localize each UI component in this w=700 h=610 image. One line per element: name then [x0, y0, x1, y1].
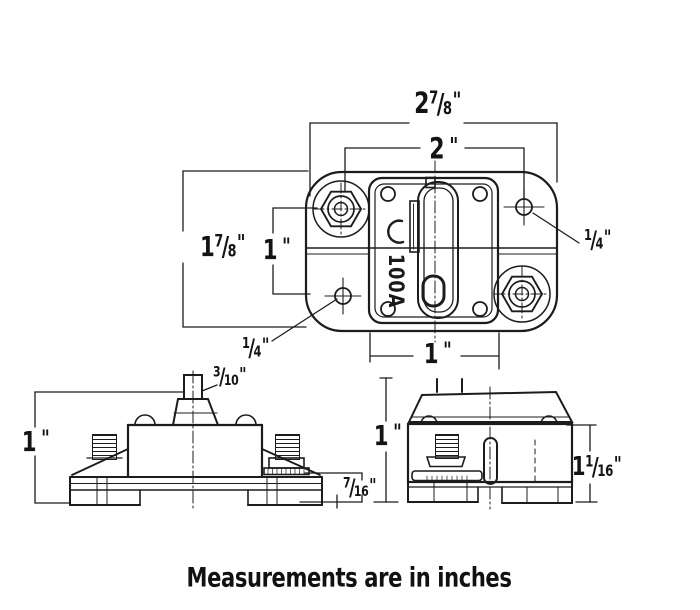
dim-unit: ": [369, 475, 376, 497]
end-view-dimension-lines: [373, 377, 598, 503]
dim-numerator: 7: [214, 230, 223, 251]
side-view-dimension-lines: [34, 384, 363, 509]
leader-quarter-left: [271, 298, 338, 342]
dim-unit: ": [36, 427, 50, 453]
leader-quarter-right: [532, 212, 580, 244]
side-view-lever: [171, 370, 220, 510]
dim-numerator: 1: [585, 452, 594, 471]
inner-panel: [367, 176, 500, 325]
dim-whole: 1: [199, 229, 215, 263]
dim-denominator: 16: [353, 484, 369, 501]
end-view-base: [407, 481, 573, 504]
dim-whole: 1: [262, 233, 278, 266]
dim-unit: ": [261, 333, 270, 357]
dim-hole-offset: 1 ": [262, 233, 291, 266]
dim-slash: /: [221, 231, 229, 263]
dim-unit: ": [388, 421, 402, 447]
top-view-outline: [304, 170, 559, 333]
dim-whole: 1: [571, 452, 586, 483]
dim-lever-stem: 3/10": [212, 364, 246, 391]
dim-unit: ": [438, 339, 452, 365]
dim-denominator: 4: [595, 234, 604, 253]
dim-unit: ": [452, 88, 461, 115]
dim-numerator: 1: [241, 333, 250, 352]
dim-unit: ": [444, 133, 458, 160]
dim-unit: ": [613, 451, 622, 476]
dim-whole: 2: [414, 86, 430, 121]
dim-denominator: 8: [227, 240, 237, 261]
dim-end-width: 11/16": [571, 451, 622, 483]
dim-whole: 1: [373, 419, 389, 452]
dim-unit: ": [603, 225, 612, 249]
dim-slash: /: [219, 364, 226, 391]
end-view-outline: [406, 378, 574, 510]
dim-slash: /: [590, 226, 597, 255]
dim-end-height: 1 ": [373, 419, 402, 452]
dim-slash: /: [349, 475, 356, 502]
mounting-holes: [324, 188, 545, 315]
dim-stud-spacing: 2 ": [429, 131, 458, 166]
dim-numerator: 7: [342, 475, 351, 492]
dim-whole: 2: [429, 131, 445, 166]
side-view-terminal-nut: [263, 457, 310, 476]
dim-numerator: 1: [583, 225, 592, 244]
dim-denominator: 4: [253, 342, 262, 361]
dim-unit: ": [236, 232, 246, 258]
terminal-stud-bosses: [312, 180, 551, 323]
dim-denominator: 10: [223, 373, 239, 390]
dim-side-height: 1 ": [21, 425, 50, 458]
dim-base-step: 7/16": [342, 475, 376, 502]
dim-mount-hole-left: 1/4": [241, 333, 270, 363]
dim-mount-hole-right: 1/4": [583, 225, 612, 255]
dim-panel-width: 1 ": [423, 337, 452, 370]
dim-denominator: 8: [442, 98, 452, 119]
lever-hole: [421, 274, 446, 308]
threaded-stud-right: [275, 434, 300, 460]
amperage-label: 100A: [384, 253, 408, 309]
dim-overall-width: 27/8": [414, 86, 461, 121]
footer-note: Measurements are in inches: [186, 562, 512, 594]
side-view-outline: [69, 414, 323, 506]
dim-whole: 1: [423, 337, 439, 370]
dim-denominator: 16: [597, 461, 613, 480]
threaded-stud-end: [435, 434, 459, 459]
trip-arrow-arc: [387, 219, 405, 244]
dim-numerator: 7: [429, 88, 438, 109]
dim-slash: /: [591, 452, 599, 482]
dim-unit: ": [277, 235, 291, 261]
end-view-terminal: [411, 456, 483, 482]
leader-lever-stem: [201, 384, 218, 392]
top-view-dimension-lines: [182, 122, 580, 370]
threaded-stud-left: [92, 434, 117, 460]
dim-slash: /: [248, 334, 255, 363]
dim-slash: /: [436, 88, 445, 121]
reset-lever-slot: [387, 160, 459, 343]
dim-whole: 1: [21, 425, 37, 458]
dim-numerator: 3: [212, 364, 221, 381]
dim-overall-height: 17/8": [199, 229, 246, 263]
dim-unit: ": [239, 364, 246, 386]
